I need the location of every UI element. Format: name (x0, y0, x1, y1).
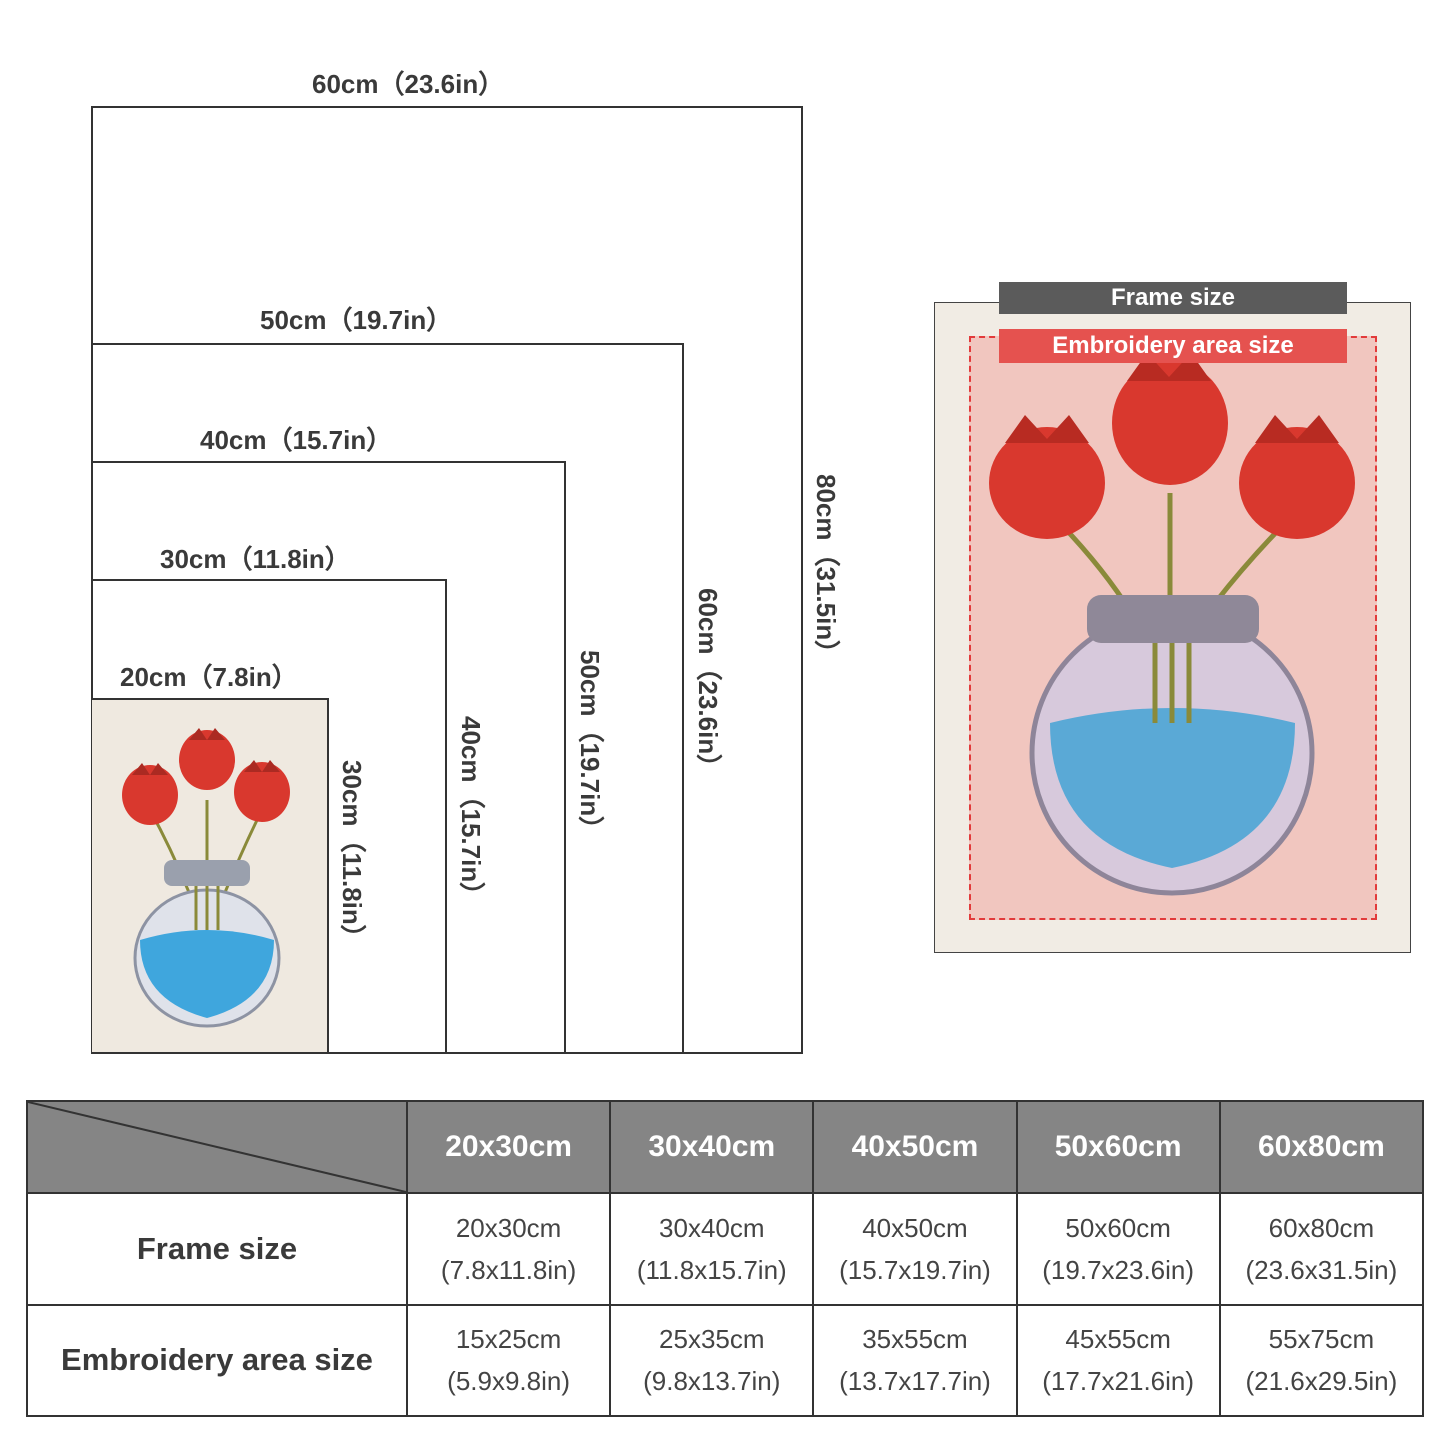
table-cell: 35x55cm (13.7x17.7in) (812, 1303, 1018, 1417)
table-cell: 45x55cm (17.7x21.6in) (1015, 1303, 1221, 1417)
table-cell: 50x60cm (19.7x23.6in) (1015, 1192, 1221, 1306)
height-label-30: 30cm（11.8in） (337, 760, 367, 951)
width-label-40: 40cm（15.7in） (200, 425, 393, 455)
row-label-frame-size: Frame size (26, 1192, 408, 1306)
rose-vase-illustration-large (989, 353, 1355, 896)
table-header-cell: 60x80cm (1218, 1100, 1425, 1194)
cell-cm: 45x55cm (1065, 1324, 1171, 1355)
table-cell: 40x50cm (15.7x19.7in) (812, 1192, 1018, 1306)
table-cell: 30x40cm (11.8x15.7in) (609, 1192, 815, 1306)
product-embroidery-image (934, 302, 1411, 953)
height-label-60: 60cm（23.6in） (693, 588, 723, 781)
height-label-40: 40cm（15.7in） (456, 716, 486, 909)
cell-cm: 25x35cm (659, 1324, 765, 1355)
embroidery-area-tag: Embroidery area size (999, 329, 1347, 363)
frame-size-tag: Frame size (999, 282, 1347, 314)
table-cell: 20x30cm (7.8x11.8in) (405, 1192, 612, 1306)
cell-in: (5.9x9.8in) (447, 1366, 571, 1397)
row-label-embroidery-area-size: Embroidery area size (26, 1303, 408, 1417)
table-cell: 55x75cm (21.6x29.5in) (1218, 1303, 1425, 1417)
width-label-30: 30cm（11.8in） (160, 544, 351, 574)
table-header-cell: 20x30cm (405, 1100, 612, 1194)
table-cell: 25x35cm (9.8x13.7in) (609, 1303, 815, 1417)
table-header-cell: 40x50cm (812, 1100, 1018, 1194)
table-header-row: 20x30cm 30x40cm 40x50cm 50x60cm 60x80cm (26, 1100, 1425, 1194)
cell-in: (19.7x23.6in) (1042, 1254, 1195, 1285)
cell-in: (17.7x21.6in) (1042, 1366, 1195, 1397)
cell-cm: 50x60cm (1065, 1212, 1171, 1243)
width-label-50: 50cm（19.7in） (260, 305, 453, 335)
width-label-60: 60cm（23.6in） (312, 69, 505, 99)
cell-in: (13.7x17.7in) (839, 1366, 991, 1397)
cell-cm: 35x55cm (862, 1324, 968, 1355)
cell-cm: 60x80cm (1268, 1212, 1375, 1243)
size-table: 20x30cm 30x40cm 40x50cm 50x60cm 60x80cm … (26, 1100, 1425, 1417)
height-label-80: 80cm（31.5in） (811, 474, 841, 667)
cell-in: (9.8x13.7in) (643, 1366, 781, 1397)
cell-cm: 20x30cm (455, 1212, 562, 1243)
cell-in: (23.6x31.5in) (1245, 1254, 1398, 1285)
cell-in: (7.8x11.8in) (440, 1254, 577, 1285)
table-cell: 15x25cm (5.9x9.8in) (405, 1303, 612, 1417)
table-row: Embroidery area size 15x25cm(5.9x9.8in) … (26, 1303, 1425, 1417)
width-label-20: 20cm（7.8in） (120, 662, 298, 692)
table-corner-cell (26, 1100, 408, 1194)
cell-in: (15.7x19.7in) (839, 1254, 991, 1285)
rose-vase-illustration-small (122, 728, 290, 1028)
cell-cm: 40x50cm (862, 1212, 968, 1243)
cell-in: (21.6x29.5in) (1245, 1366, 1398, 1397)
cell-cm: 55x75cm (1268, 1324, 1375, 1355)
height-label-50: 50cm（19.7in） (575, 650, 605, 843)
table-header-cell: 30x40cm (609, 1100, 815, 1194)
diagonal-divider (28, 1102, 406, 1192)
cell-cm: 15x25cm (455, 1324, 562, 1355)
table-cell: 60x80cm (23.6x31.5in) (1218, 1192, 1425, 1306)
cell-cm: 30x40cm (659, 1212, 765, 1243)
table-header-cell: 50x60cm (1015, 1100, 1221, 1194)
cell-in: (11.8x15.7in) (636, 1254, 787, 1285)
table-row: Frame size 20x30cm (7.8x11.8in) 30x40cm (1… (26, 1192, 1425, 1306)
small-embroidery-image (92, 700, 327, 1052)
